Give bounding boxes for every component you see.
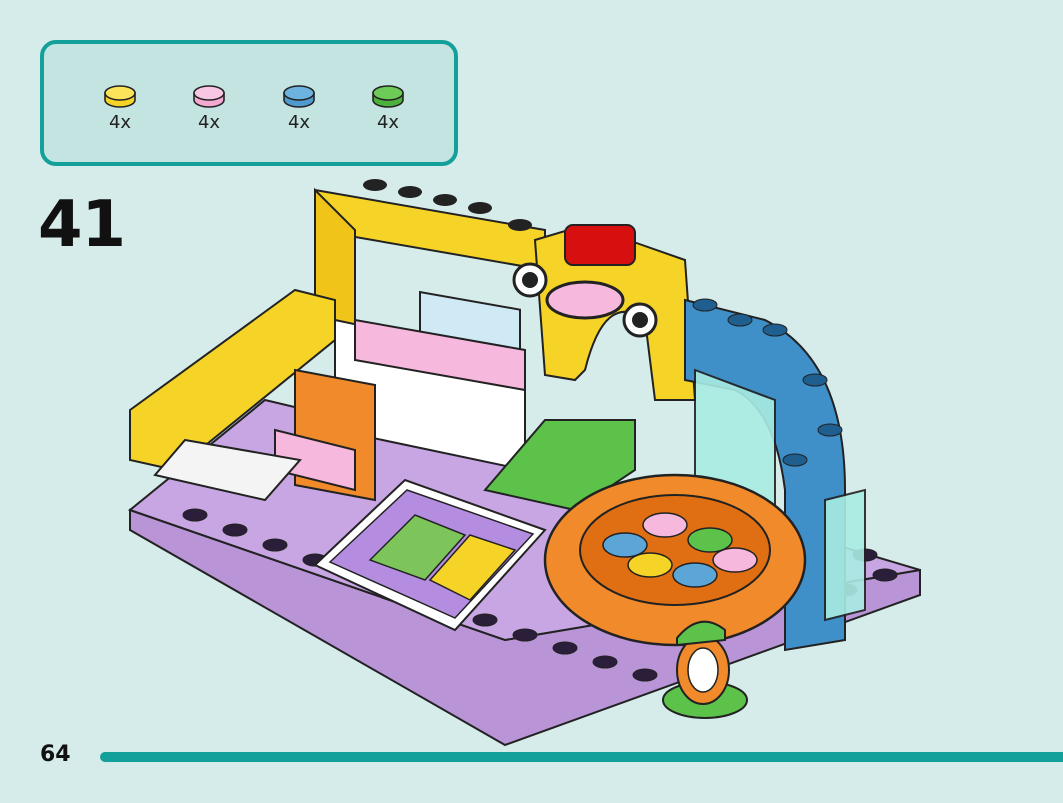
ball — [602, 532, 648, 558]
red-bow — [564, 224, 636, 266]
part-qty: 4x — [287, 112, 311, 133]
green-ramp — [483, 419, 636, 512]
part-yellow-round-tile: 4x — [90, 84, 150, 144]
build-illustration — [127, 179, 921, 747]
page-number: 64 — [40, 742, 71, 767]
parts-callout: 4x 4x 4x 4x — [40, 40, 458, 166]
page-footer-bar — [100, 752, 1063, 762]
part-qty: 4x — [108, 112, 132, 133]
part-green-round-tile: 4x — [358, 84, 418, 144]
pink-round-tile-icon — [193, 85, 225, 108]
ball — [712, 547, 758, 573]
ball — [627, 552, 673, 578]
part-qty: 4x — [376, 112, 400, 133]
tablet-screen — [153, 438, 302, 502]
blue-round-tile-icon — [283, 85, 315, 108]
part-blue-round-tile: 4x — [269, 84, 329, 144]
yellow-round-tile-icon — [104, 85, 136, 108]
pink-mouth — [545, 280, 625, 320]
step-number: 41 — [38, 188, 126, 262]
part-pink-round-tile: 4x — [179, 84, 239, 144]
ball — [672, 562, 718, 588]
ball — [642, 512, 688, 538]
ball — [687, 527, 733, 553]
green-round-tile-icon — [372, 85, 404, 108]
part-qty: 4x — [197, 112, 221, 133]
